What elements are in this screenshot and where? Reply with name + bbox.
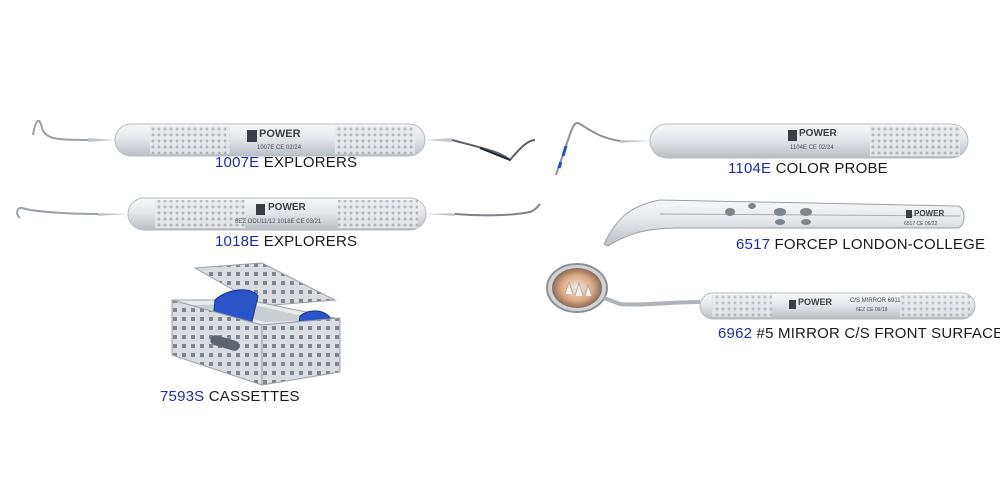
forcep-6517-name: FORCEP LONDON-COLLEGE <box>774 236 986 253</box>
explorer-1018e-brand: POWER <box>268 202 306 213</box>
explorer-1018e-code: 1018E <box>215 233 260 250</box>
mirror-6962-code: 6962 <box>718 325 753 342</box>
probe-1104e-caption: 1104E COLOR PROBE <box>728 160 888 177</box>
explorer-1007e-caption: 1007E EXPLORERS <box>215 154 357 171</box>
explorer-1018e-instrument: POWER 6EZ ODU11/12 1018E CE 03/21 <box>0 0 560 260</box>
explorer-1007e-name: EXPLORERS <box>263 154 358 171</box>
explorer-1007e-marking: 1007E CE 02/24 <box>257 145 302 151</box>
probe-1104e-name: COLOR PROBE <box>775 160 888 177</box>
mirror-6962-name: #5 MIRROR C/S FRONT SURFACE <box>756 325 1000 342</box>
forcep-6517-illustration <box>603 199 965 247</box>
probe-1104e-illustration <box>555 122 969 176</box>
probe-1104e-code: 1104E <box>728 160 772 177</box>
explorer-1007e-code: 1007E <box>215 154 260 171</box>
cassette-7593s-code: 7593S <box>160 388 205 405</box>
mirror-6962-brand: POWER <box>798 297 833 307</box>
cassette-7593s-caption: 7593S CASSETTES <box>160 388 300 405</box>
forcep-6517-code: 6517 <box>736 236 771 253</box>
mirror-6962-instrument: POWER C/S MIRROR 6911 6EZ CE 09/19 <box>546 263 976 320</box>
explorer-1007e-instrument: POWER 1007E CE 02/24 <box>0 0 560 200</box>
cassette-7593s-name: CASSETTES <box>208 388 300 405</box>
forcep-6517-caption: 6517 FORCEP LONDON-COLLEGE <box>736 236 985 253</box>
probe-1104e-instrument: POWER 1104E CE 02/24 <box>0 0 1000 200</box>
forcep-6517-instrument: POWER 6517 CE 06/22 <box>603 199 965 247</box>
probe-1104e-brand: POWER <box>799 128 837 139</box>
explorer-1018e-caption: 1018E EXPLORERS <box>215 233 357 250</box>
cassette-7593s-illustration <box>171 262 341 386</box>
mirror-6962-marking: C/S MIRROR 6911 <box>850 298 901 304</box>
explorer-1007e-brand: POWER <box>259 128 301 140</box>
forcep-6517-marking: 6517 CE 06/22 <box>904 221 938 227</box>
forcep-6517-brand: POWER <box>914 209 945 218</box>
mirror-6962-marking-date: 6EZ CE 09/19 <box>856 307 888 313</box>
mirror-6962-caption: 6962 #5 MIRROR C/S FRONT SURFACE <box>718 325 1000 342</box>
explorer-1007e-illustration <box>32 120 536 162</box>
mirror-6962-illustration <box>546 263 976 320</box>
cassette-7593s-instrument <box>0 0 420 400</box>
explorer-1018e-marking: 6EZ ODU11/12 1018E CE 03/21 <box>235 219 322 225</box>
probe-1104e-marking: 1104E CE 02/24 <box>790 145 834 151</box>
explorer-1018e-illustration <box>16 197 541 231</box>
explorer-1018e-name: EXPLORERS <box>263 233 358 250</box>
